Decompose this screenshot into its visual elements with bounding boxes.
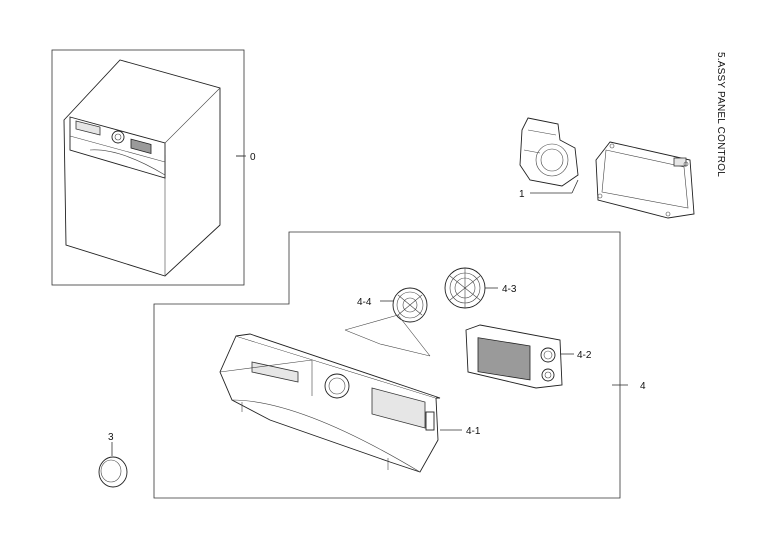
label-4-3: 4-3 (502, 284, 517, 295)
display-pcb-4-2-illustration (465, 324, 563, 389)
diagram-title: 5.ASSY PANEL CONTROL (715, 52, 726, 177)
assembly-box-0 (51, 49, 245, 286)
label-4-2: 4-2 (577, 350, 592, 361)
label-3: 3 (108, 432, 114, 443)
washer-illustration (63, 59, 221, 277)
assembly-box-4 (153, 231, 621, 499)
label-0: 0 (250, 152, 256, 163)
label-4: 4 (640, 381, 646, 392)
knob-cap-3-illustration (98, 456, 128, 488)
label-1: 1 (519, 189, 525, 200)
knob-4-4-illustration (392, 287, 428, 323)
control-panel-4-1-illustration (219, 333, 441, 473)
label-4-4: 4-4 (357, 297, 372, 308)
pcb-assembly-illustration (519, 117, 695, 219)
dial-ring-4-3-illustration (444, 267, 486, 309)
label-4-1: 4-1 (466, 426, 481, 437)
